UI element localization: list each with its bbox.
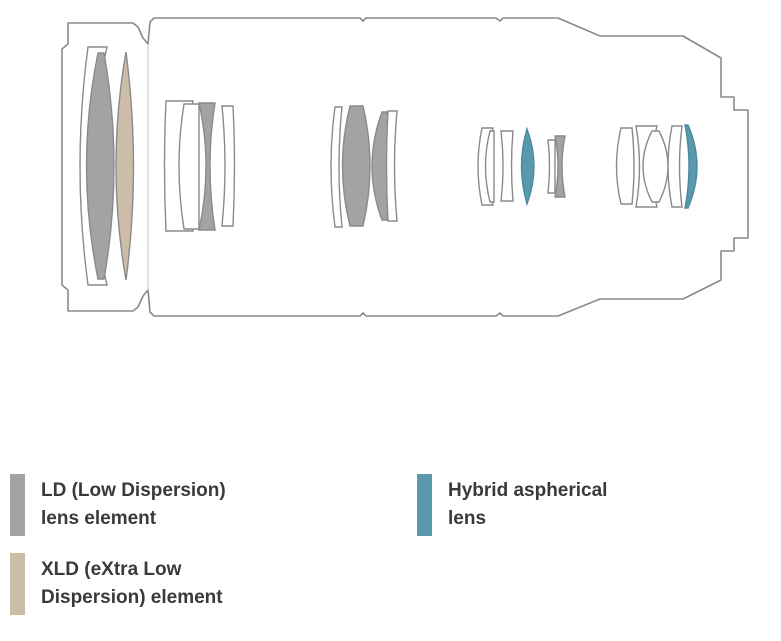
hybrid-aspherical-lens-1 xyxy=(520,126,535,207)
lens-element-g5-1 xyxy=(615,127,635,205)
ld-lens-element-1 xyxy=(85,52,115,280)
lens-element-g4-2 xyxy=(484,130,495,203)
xld-lens-element xyxy=(115,51,135,281)
legend-hybrid: Hybrid aspherical lens xyxy=(417,474,607,536)
ld-lens-element-5 xyxy=(554,135,566,198)
lens-element-g2-2 xyxy=(178,103,200,230)
xld-color-swatch xyxy=(10,553,25,615)
lens-element-g4-3 xyxy=(500,130,514,202)
lens-element-g4-4 xyxy=(547,139,556,194)
lens-element-g5-4 xyxy=(667,125,683,208)
hybrid-color-swatch xyxy=(417,474,432,536)
lens-element-g5-3 xyxy=(642,130,669,203)
lens-element-g2-3 xyxy=(221,105,236,227)
hybrid-legend-label: Hybrid aspherical lens xyxy=(448,480,608,529)
hybrid-aspherical-lens-2 xyxy=(684,124,698,209)
lens-element-g3-2 xyxy=(385,110,398,222)
legend-xld: XLD (eXtra Low Dispersion) element xyxy=(10,553,223,615)
ld-color-swatch xyxy=(10,474,25,536)
ld-lens-element-3 xyxy=(341,105,371,227)
ld-legend-label: LD (Low Dispersion) lens element xyxy=(41,480,226,529)
legend-ld: LD (Low Dispersion) lens element xyxy=(10,474,226,536)
lens-element-g3-1 xyxy=(330,106,343,228)
ld-lens-element-2 xyxy=(198,102,216,231)
lens-barrel-outline xyxy=(61,17,749,317)
xld-legend-label: XLD (eXtra Low Dispersion) element xyxy=(41,559,223,608)
